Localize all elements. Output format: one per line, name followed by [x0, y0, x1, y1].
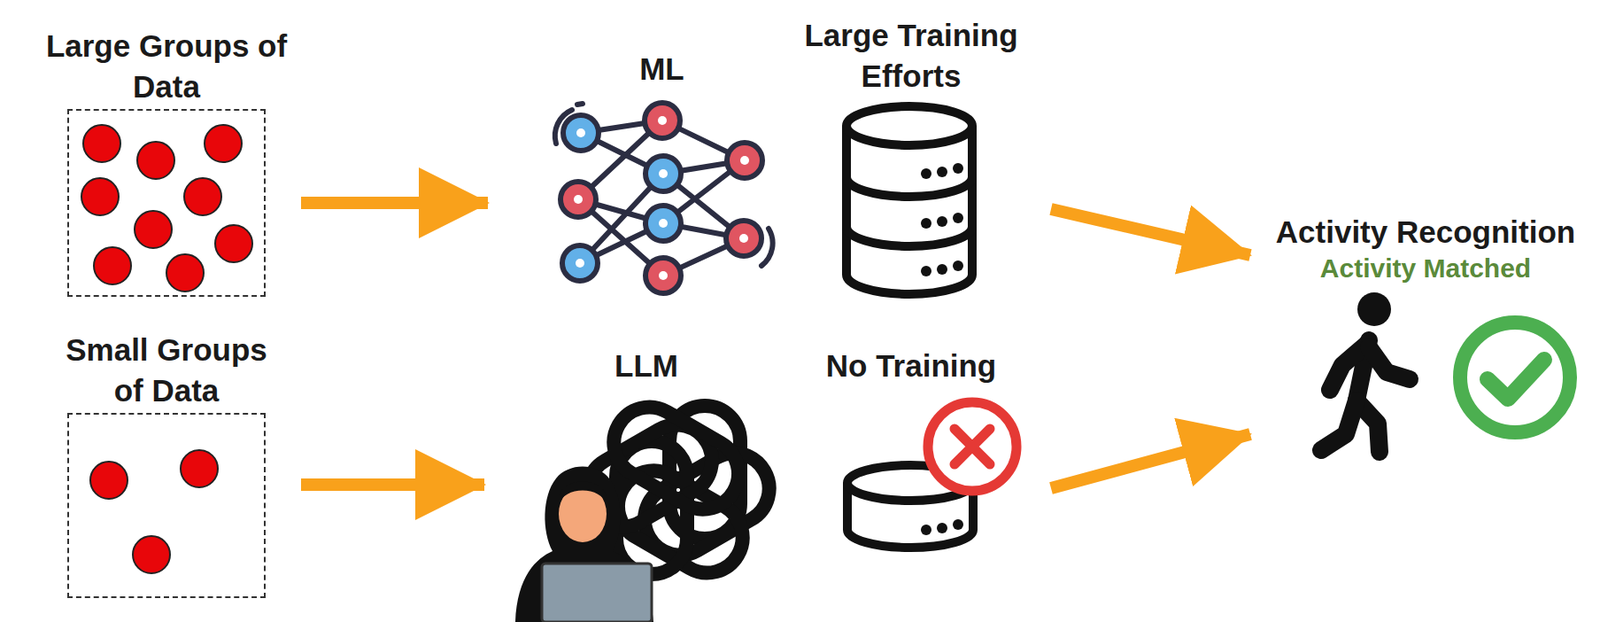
training-node: Large Training Efforts: [782, 15, 1040, 297]
neural-network-icon: [726, 220, 762, 256]
hacker-figure: [541, 563, 652, 622]
data-dots: [83, 124, 121, 163]
data-dots: [90, 461, 128, 499]
database-icon: [936, 216, 948, 227]
hacker-figure: [515, 466, 654, 622]
neural-network-icon: [740, 155, 750, 165]
database-icon: [846, 177, 973, 197]
neural-network-icon: [573, 194, 583, 204]
data-dots: [81, 177, 119, 216]
neural-network-icon: [657, 115, 667, 125]
database-icon: [952, 162, 964, 174]
node-label: Small Groups of Data: [46, 329, 286, 411]
node-label: No Training: [782, 345, 1040, 387]
data-dots: [215, 224, 253, 263]
database-icon: [920, 162, 964, 277]
flow-arrow: [301, 478, 485, 491]
neural-network-icon: [562, 245, 598, 281]
data-dots: [137, 141, 175, 179]
database-icon: [920, 217, 932, 229]
neural-network-icon: [645, 257, 681, 294]
no-training-cross: [927, 401, 1017, 491]
neural-network-icon: [555, 102, 773, 294]
activity-node: Activity RecognitionActivity Matched: [1257, 212, 1594, 445]
data-dots: [184, 177, 222, 216]
neural-network-icon: [645, 155, 681, 192]
node-label: Large Training Efforts: [782, 15, 1040, 97]
neural-network-icon: [577, 103, 583, 105]
walking-person: [1357, 292, 1392, 326]
walking-person: [1321, 400, 1357, 450]
flow-arrow: [1051, 433, 1251, 488]
flow-arrow: [1051, 208, 1251, 256]
walking-person: [1321, 292, 1410, 452]
ml-node: ML: [548, 48, 776, 297]
neural-network-icon: [563, 115, 599, 151]
llm-node: LLM: [513, 345, 780, 611]
node-label: Activity Recognition: [1257, 212, 1594, 252]
data-dots: [204, 124, 242, 163]
walking-person: [1368, 347, 1410, 379]
data-dots: [132, 535, 171, 573]
data-dots: [166, 254, 204, 292]
neural-network-icon: [658, 270, 668, 280]
small-database-icon: [936, 522, 948, 534]
database-icon: [846, 106, 973, 294]
node-label: LLM: [513, 345, 780, 387]
neural-network-icon: [573, 115, 750, 280]
neural-network-icon: [576, 128, 586, 138]
flow-arrow: [301, 196, 488, 209]
database-icon: [846, 125, 973, 294]
check-mark: [1460, 322, 1570, 433]
small-database-icon: [920, 524, 932, 535]
neural-network-icon: [658, 218, 668, 228]
database-icon: [936, 263, 948, 275]
openai-logo: [601, 394, 752, 522]
node-label: Large Groups of Data: [33, 25, 300, 108]
neural-network-icon: [560, 102, 763, 294]
neural-network-icon: [575, 258, 585, 268]
data-dots: [180, 449, 218, 487]
data-group-box: Small Groups of Data: [67, 412, 266, 598]
status-text: Activity Matched: [1257, 251, 1594, 286]
no-training-cross: [927, 401, 1017, 491]
neural-network-icon: [560, 181, 596, 217]
neural-network-icon: [739, 233, 749, 243]
database-icon: [936, 166, 948, 178]
database-icon: [952, 212, 964, 224]
data-dots: [134, 210, 172, 248]
neural-network-icon: [644, 102, 681, 139]
hacker-figure: [558, 481, 607, 506]
no-training-node: No Training: [782, 345, 1040, 554]
small-database-icon: [952, 518, 964, 530]
check-mark: [1487, 359, 1545, 399]
check-mark: [1460, 322, 1570, 433]
data-dots: [93, 247, 132, 285]
node-label: ML: [548, 48, 776, 90]
data-group-box: Large Groups of Data: [67, 108, 266, 297]
no-training-cross: [954, 428, 990, 464]
database-icon: [846, 226, 973, 247]
small-database-icon: [920, 518, 964, 535]
database-icon: [952, 260, 964, 271]
hacker-figure: [515, 466, 654, 622]
database-icon: [920, 265, 932, 277]
neural-network-icon: [726, 142, 763, 178]
database-icon: [846, 106, 973, 146]
neural-network-icon: [658, 169, 668, 178]
database-icon: [920, 168, 932, 179]
neural-network-icon: [645, 205, 681, 241]
